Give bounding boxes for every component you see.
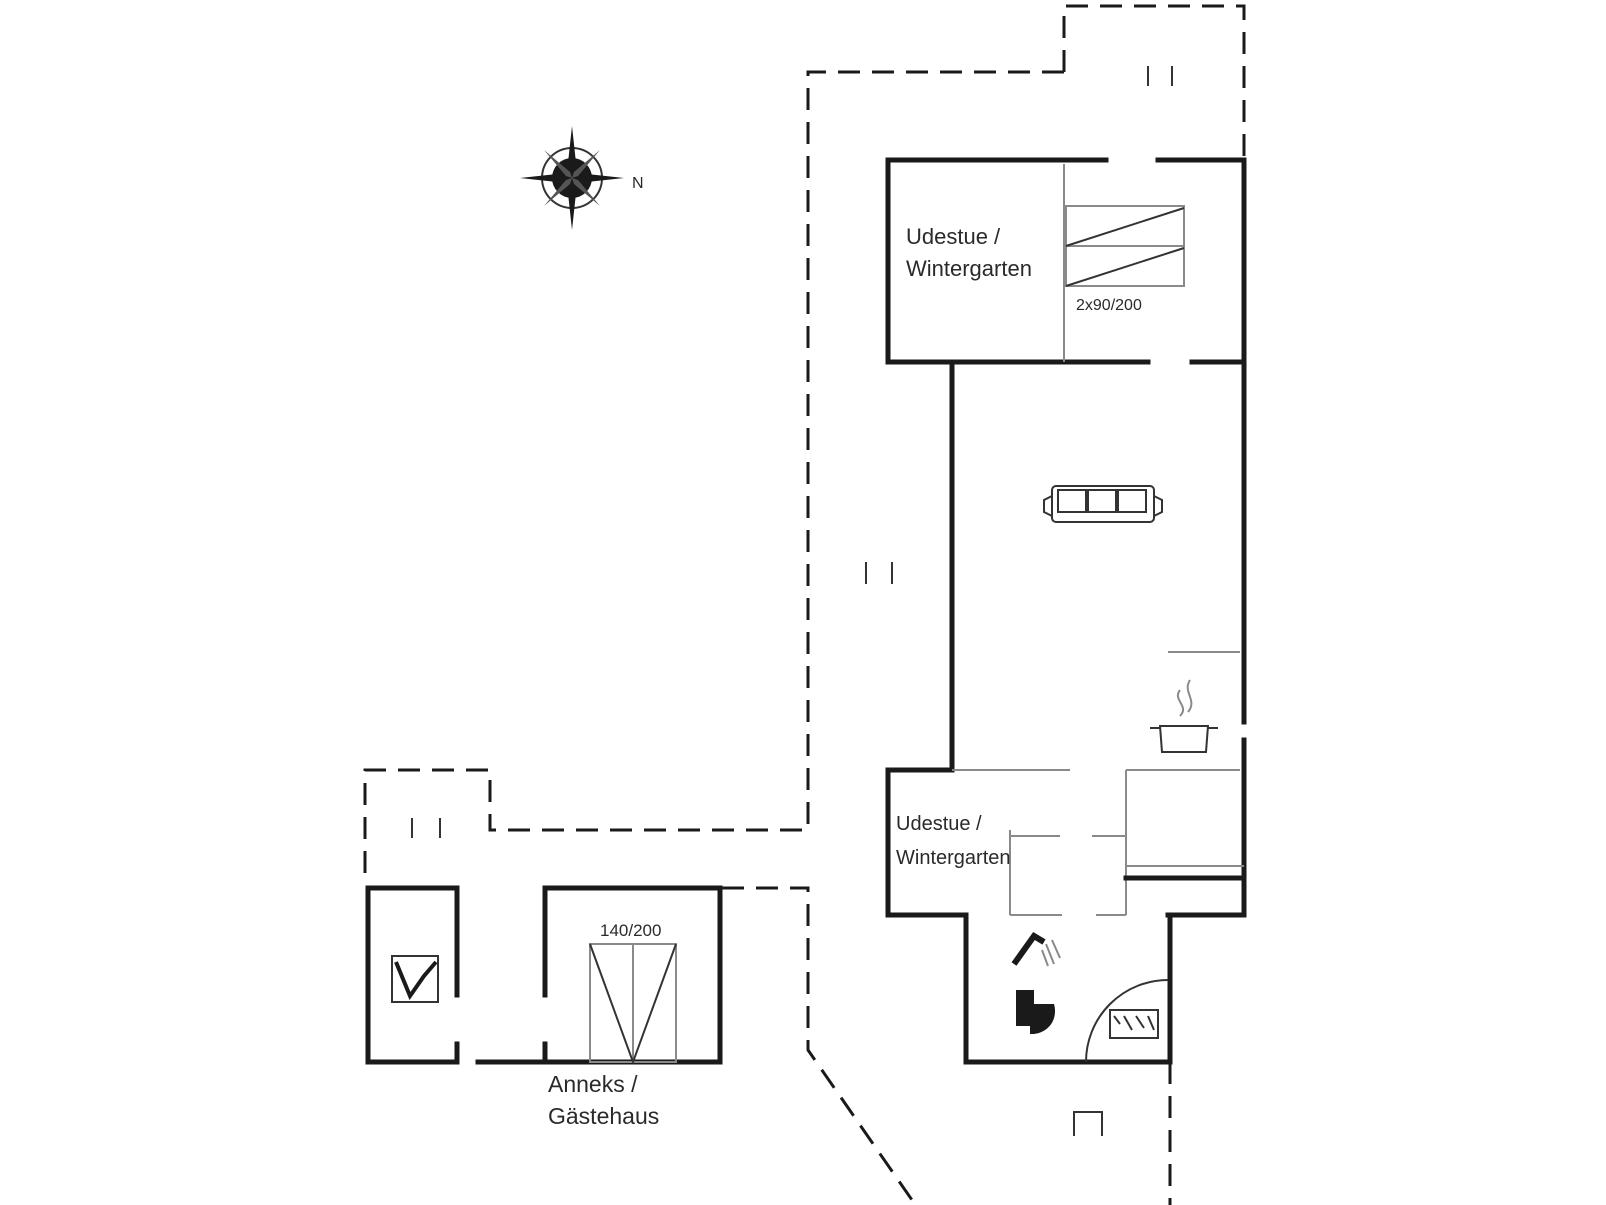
compass-north-label: N bbox=[632, 175, 644, 192]
sunroom-bottom-label-1: Udestue / bbox=[896, 813, 982, 835]
double-bed-size: 140/200 bbox=[600, 921, 661, 940]
double-bed-icon bbox=[589, 943, 677, 1065]
twin-bed-size: 2x90/200 bbox=[1076, 297, 1142, 314]
twin-bed-icon bbox=[1065, 205, 1185, 287]
annex-label-1: Anneks / bbox=[548, 1071, 638, 1097]
sunroom-top-label-2: Wintergarten bbox=[906, 256, 1032, 281]
annex-label-2: Gästehaus bbox=[548, 1103, 659, 1129]
annex-walls bbox=[365, 885, 723, 1065]
washing-machine-icon bbox=[1109, 1009, 1159, 1039]
sofa-icon bbox=[1043, 485, 1163, 523]
sunroom-top-label-1: Udestue / bbox=[906, 224, 1001, 249]
cooking-pot-icon bbox=[1150, 679, 1218, 753]
house-walls bbox=[885, 157, 1247, 1065]
sunroom-bottom-label-2: Wintergarten bbox=[896, 847, 1011, 869]
shower-icon bbox=[1011, 932, 1061, 967]
terrace-outline bbox=[363, 4, 1246, 1205]
toilet-icon bbox=[1016, 990, 1056, 1034]
sauna-icon bbox=[391, 955, 439, 1003]
compass-rose-icon bbox=[520, 126, 624, 230]
